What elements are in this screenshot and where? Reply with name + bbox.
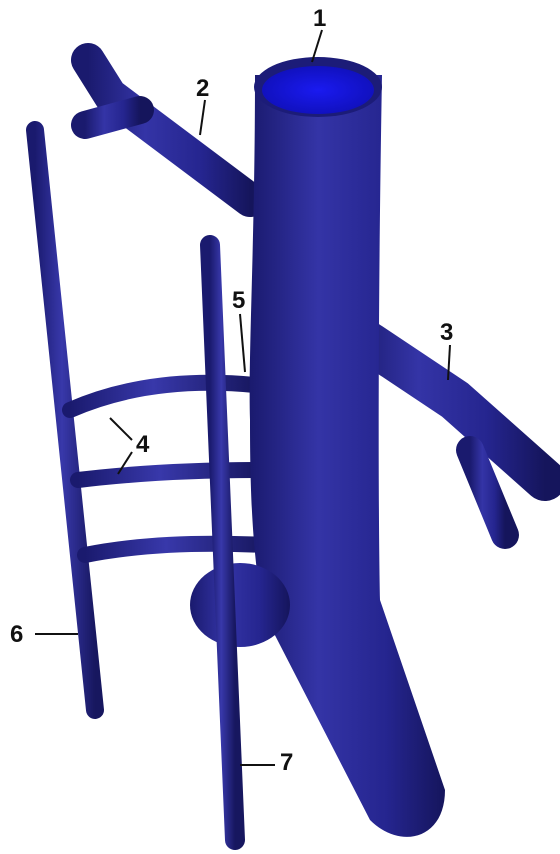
front-thin-vessel [210, 245, 235, 840]
connecting-branches [70, 383, 265, 555]
left-thin-vessel [35, 130, 95, 710]
leader-5 [240, 314, 245, 372]
leader-4a [110, 418, 132, 440]
label-3: 3 [440, 319, 453, 346]
label-2: 2 [196, 75, 209, 102]
right-branch [350, 330, 545, 535]
label-6: 6 [10, 621, 23, 648]
label-7: 7 [280, 749, 293, 776]
label-4: 4 [136, 431, 150, 458]
label-5: 5 [232, 287, 245, 314]
leader-2 [200, 100, 205, 135]
upper-left-branch [85, 60, 250, 200]
label-1: 1 [313, 5, 326, 32]
